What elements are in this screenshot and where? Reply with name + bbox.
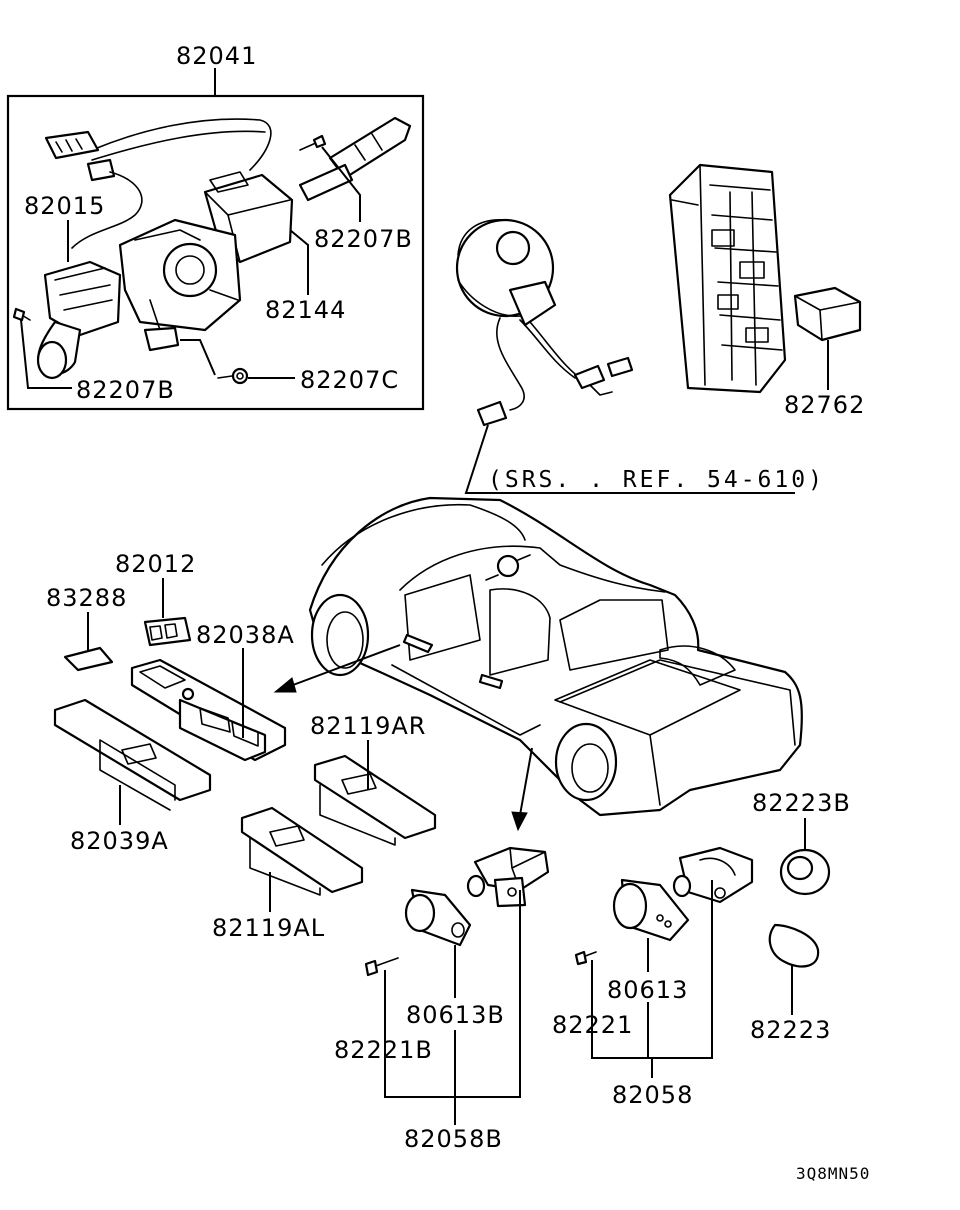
pickup-truck-drawing	[308, 496, 803, 817]
leader-82207C-upper	[180, 339, 216, 376]
leader-82144	[289, 229, 309, 295]
label-82223B: 82223B	[752, 789, 851, 817]
label-82039A: 82039A	[70, 827, 169, 855]
label-82015: 82015	[24, 192, 105, 220]
figure-code: 3Q8MN50	[796, 1164, 870, 1183]
label-82207B-top: 82207B	[314, 225, 413, 253]
label-82058: 82058	[612, 1081, 693, 1109]
label-82119AL: 82119AL	[212, 914, 325, 942]
arrowhead-door-switch	[511, 811, 528, 832]
arrow-to-door-switch	[519, 747, 533, 816]
relay-box-drawing	[668, 163, 862, 394]
label-82012: 82012	[115, 550, 196, 578]
label-82207B-bottom: 82207B	[76, 376, 175, 404]
door-switch-parts-drawing	[364, 846, 831, 977]
leader-82207B-top	[321, 146, 361, 222]
leader-82058B-bracket	[384, 890, 521, 1098]
label-82223: 82223	[750, 1016, 831, 1044]
label-80613: 80613	[607, 976, 688, 1004]
label-82762: 82762	[784, 391, 865, 419]
label-82038A: 82038A	[196, 621, 295, 649]
leader-82207B-bottom	[20, 319, 72, 389]
label-80613B: 80613B	[406, 1001, 505, 1029]
label-82058B: 82058B	[404, 1125, 503, 1153]
label-82144: 82144	[265, 296, 346, 324]
label-82207C: 82207C	[300, 366, 399, 394]
arrow-to-window-switch	[284, 644, 401, 689]
window-switch-parts-drawing	[53, 616, 437, 896]
arrowhead-window-switch	[273, 677, 297, 693]
label-82221B: 82221B	[334, 1036, 433, 1064]
leader-srs-ref	[464, 424, 795, 494]
clock-spring-drawing	[455, 218, 634, 427]
label-83288: 83288	[46, 584, 127, 612]
combination-switch-drawing	[12, 116, 412, 385]
label-82119AR: 82119AR	[310, 712, 426, 740]
label-82221: 82221	[552, 1011, 633, 1039]
srs-reference-note: (SRS. . REF. 54-610)	[488, 467, 825, 493]
label-82041: 82041	[176, 42, 257, 70]
